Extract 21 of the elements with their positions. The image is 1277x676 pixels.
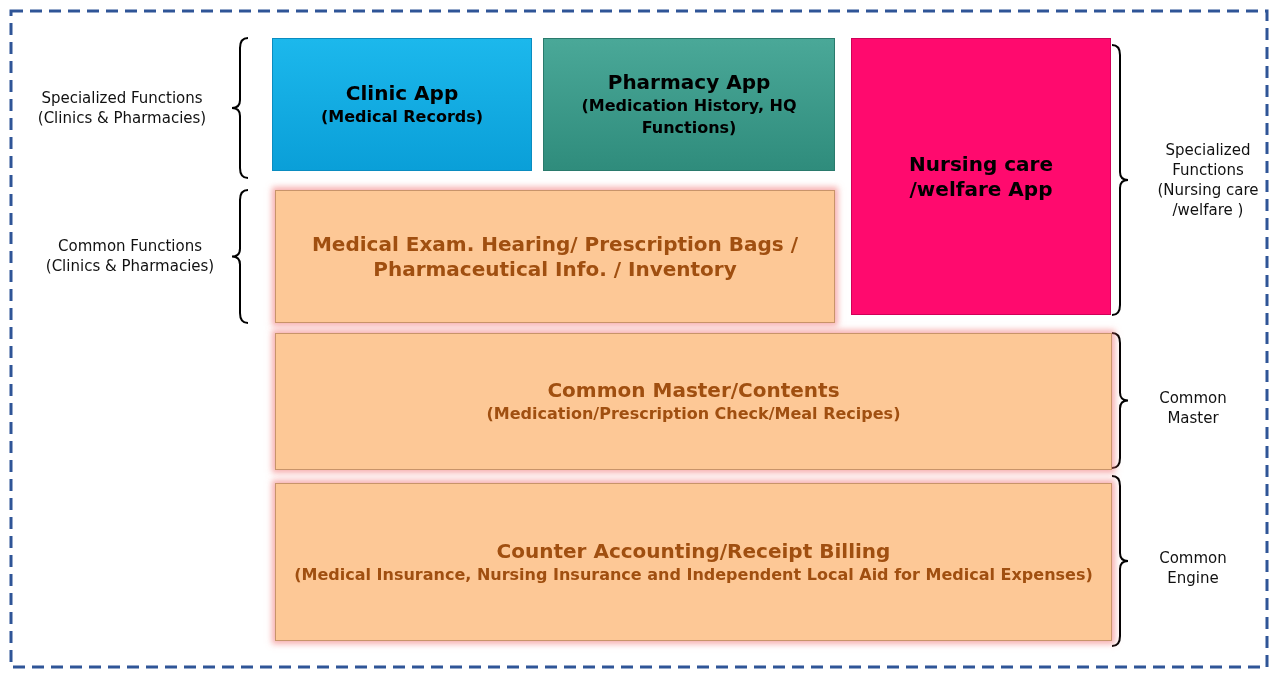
box-subtitle: (Medication/Prescription Check/Meal Recipes) (486, 403, 901, 425)
box-title: Clinic App (345, 81, 459, 106)
module-box (275, 190, 835, 323)
box-title: Medical Exam. Hearing/ Prescription Bags / Pharmaceutical Info. / Inventory (310, 231, 800, 282)
module-box (275, 483, 1112, 641)
box-title: Counter Accounting/Receipt Billing (496, 538, 891, 564)
box-subtitle: (Medication History, HQ Functions) (580, 95, 798, 139)
bracket-label: Specialized Functions (Clinics & Pharmacies) (36, 88, 208, 128)
bracket-label: Specialized Functions (Nursing care /welfare ) (1156, 140, 1260, 220)
app-box (543, 38, 835, 171)
box-title: Common Master/Contents (547, 378, 840, 403)
box-subtitle: (Medical Insurance, Nursing Insurance and Independent Local Aid for Medical Expenses) (294, 563, 1093, 586)
app-box (272, 38, 532, 171)
box-title: Pharmacy App (607, 70, 771, 95)
bracket-label: Common Master (1158, 388, 1228, 428)
box-subtitle: (Medical Records) (320, 106, 484, 128)
app-box (851, 38, 1111, 315)
bracket-label: Common Functions (Clinics & Pharmacies) (44, 236, 216, 276)
box-title: Nursing care /welfare App (908, 151, 1054, 202)
module-box (275, 333, 1112, 470)
bracket-label: Common Engine (1158, 548, 1228, 588)
